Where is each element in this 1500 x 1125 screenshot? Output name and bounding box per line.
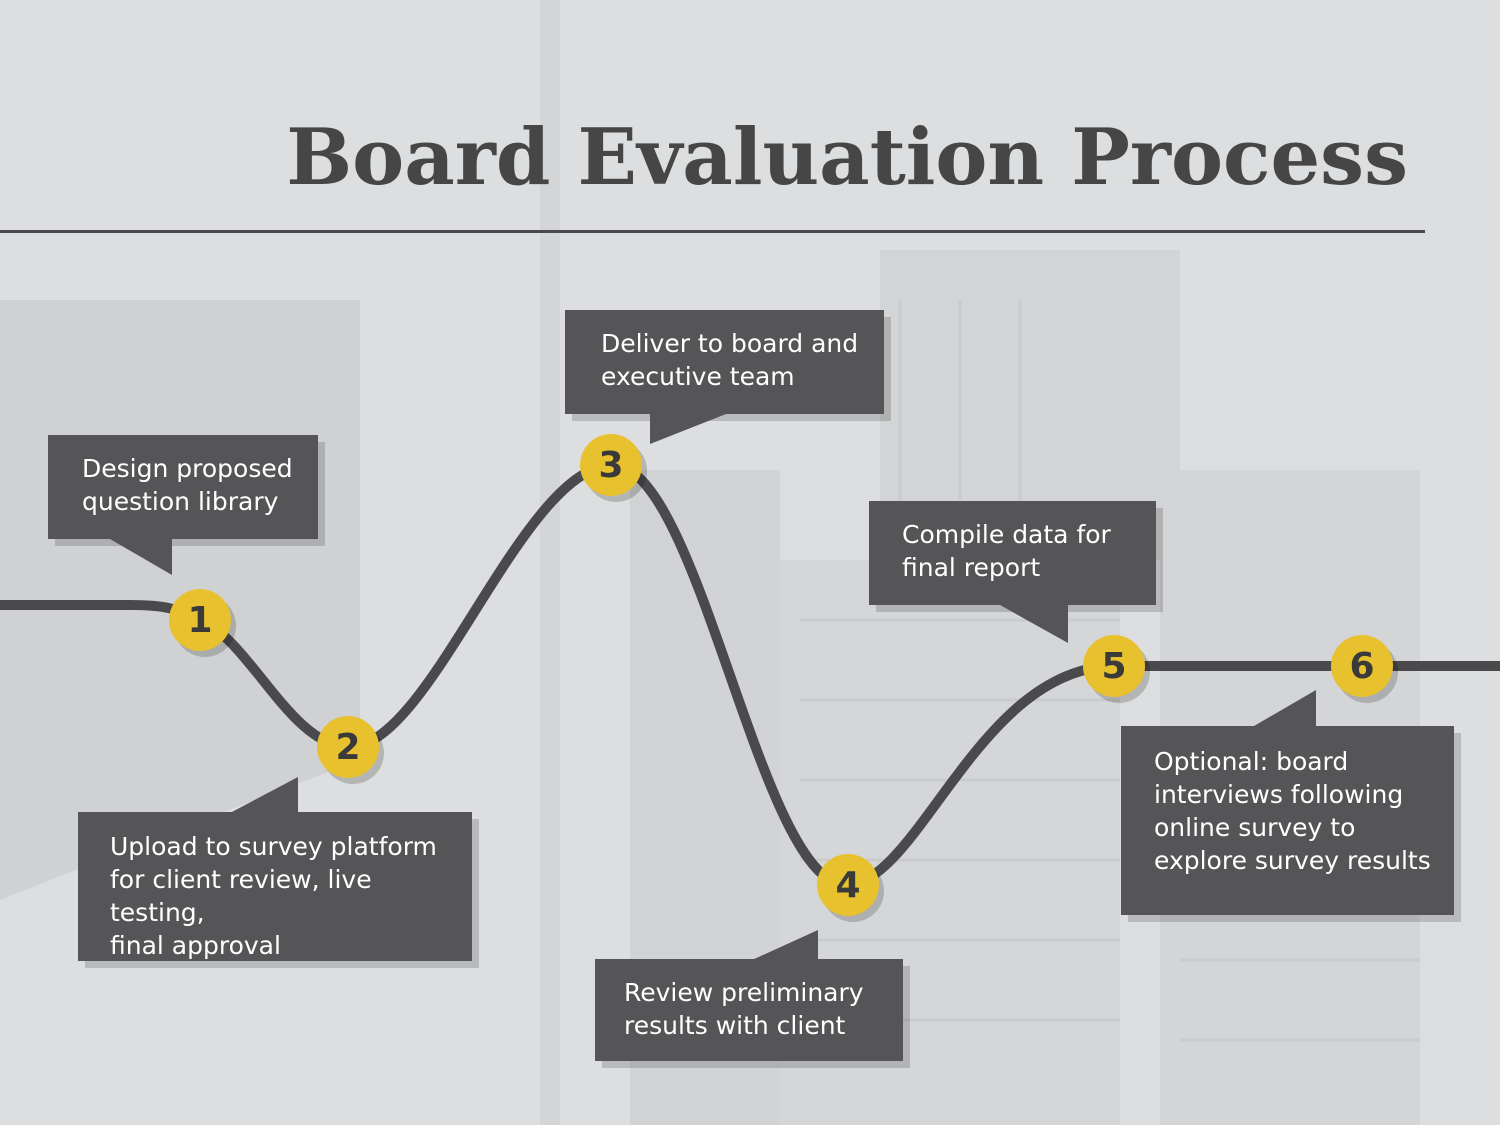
step-3-number: 3 bbox=[598, 444, 624, 486]
step-3-callout-pointer bbox=[650, 414, 726, 444]
step-2-text: Upload to survey platform for client rev… bbox=[110, 832, 437, 960]
step-5-marker: 5 bbox=[1083, 635, 1145, 697]
step-5-number: 5 bbox=[1101, 645, 1127, 687]
step-6-text: Optional: board interviews following onl… bbox=[1154, 747, 1431, 875]
step-1-number: 1 bbox=[187, 599, 213, 641]
step-5-text: Compile data for final report bbox=[902, 520, 1111, 582]
step-6-callout: Optional: board interviews following onl… bbox=[1121, 726, 1454, 915]
page-title: Board Evaluation Process bbox=[286, 112, 1408, 203]
step-3-text: Deliver to board and executive team bbox=[601, 329, 859, 391]
step-6-callout-pointer bbox=[1254, 690, 1316, 726]
title-divider bbox=[0, 230, 1425, 233]
step-6-marker: 6 bbox=[1331, 635, 1393, 697]
step-2-callout: Upload to survey platform for client rev… bbox=[78, 812, 472, 961]
step-5-callout-pointer bbox=[1000, 605, 1068, 643]
step-6-number: 6 bbox=[1349, 645, 1375, 687]
step-1-callout-pointer bbox=[110, 539, 172, 575]
step-1-text: Design proposed question library bbox=[82, 454, 293, 516]
step-4-number: 4 bbox=[835, 864, 861, 906]
step-2-callout-pointer bbox=[230, 777, 298, 813]
step-5-callout: Compile data for final report bbox=[869, 501, 1156, 605]
step-1-marker: 1 bbox=[169, 589, 231, 651]
step-4-text: Review preliminary results with client bbox=[624, 978, 864, 1040]
step-4-callout-pointer bbox=[752, 930, 818, 960]
step-3-callout: Deliver to board and executive team bbox=[565, 310, 884, 414]
step-3-marker: 3 bbox=[580, 434, 642, 496]
step-4-callout: Review preliminary results with client bbox=[595, 959, 903, 1061]
step-2-number: 2 bbox=[335, 726, 361, 768]
step-1-callout: Design proposed question library bbox=[48, 435, 318, 539]
step-2-marker: 2 bbox=[317, 716, 379, 778]
step-4-marker: 4 bbox=[817, 854, 879, 916]
